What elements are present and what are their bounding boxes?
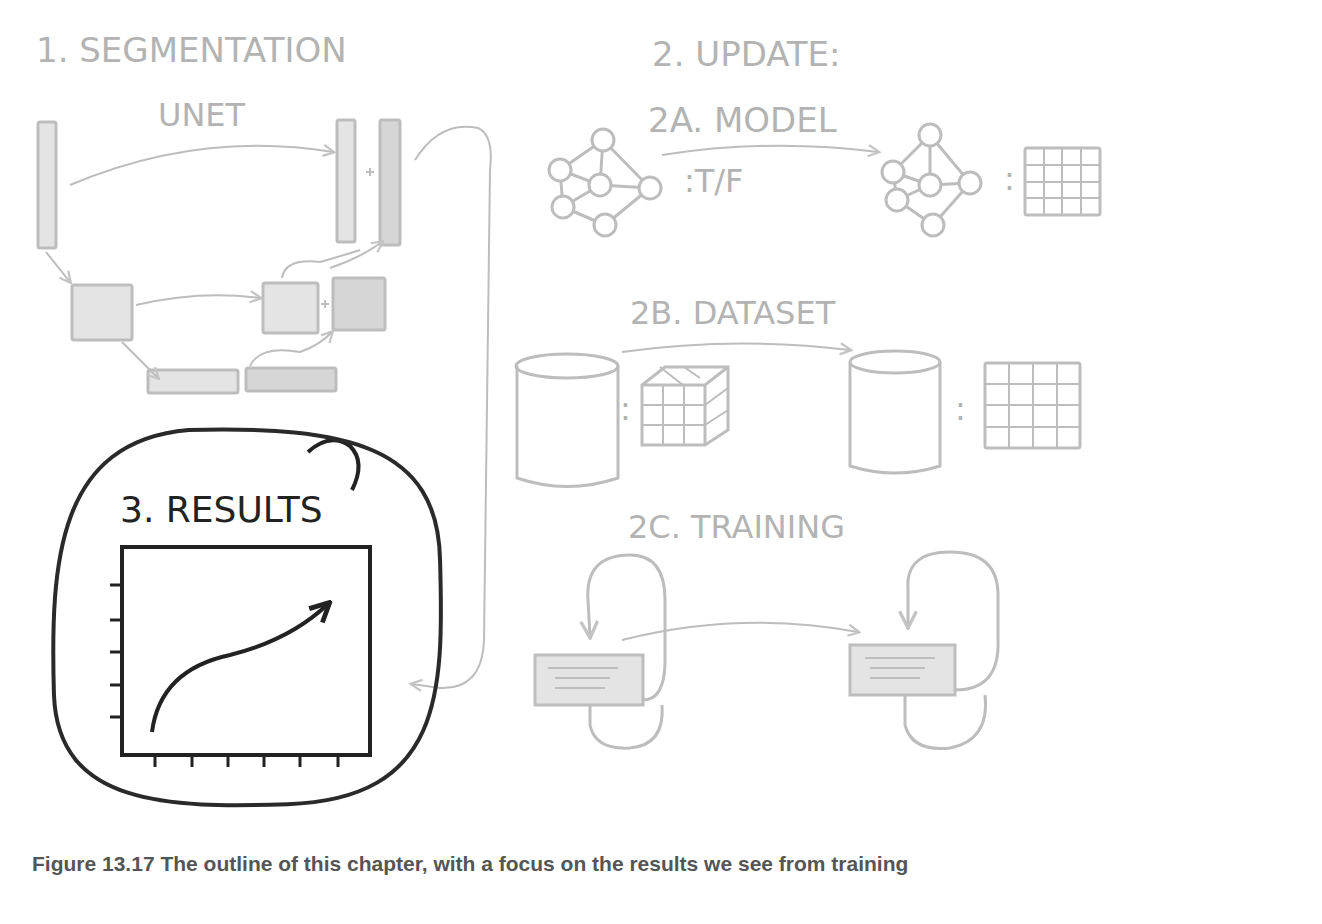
part-name: UNET: [158, 98, 245, 133]
subsection-heading: 2C. TRAINING: [628, 510, 845, 545]
subsection-heading: 2A. MODEL: [648, 102, 837, 139]
section-heading: 2. UPDATE:: [652, 36, 841, 73]
results-outline: 3. RESULTS: [50, 426, 446, 810]
blob-outline: [50, 426, 446, 810]
network-sketch: [549, 124, 1100, 236]
unet-sketch: [38, 120, 491, 688]
separator-colon: :: [620, 392, 631, 427]
subsection-heading: 2B. DATASET: [630, 296, 835, 331]
dataset-sketch: [516, 343, 1080, 486]
results-chart: [110, 440, 370, 767]
blob-path: [53, 430, 441, 806]
training-sketch: [535, 552, 998, 749]
output-label: :T/F: [684, 164, 744, 199]
separator-colon: :: [955, 392, 966, 427]
node-title: 3. RESULTS: [120, 490, 323, 530]
section-heading: 1. SEGMENTATION: [36, 32, 347, 69]
separator-colon: :: [1004, 162, 1015, 197]
figure-caption: Figure 13.17 The outline of this chapter…: [32, 852, 908, 876]
